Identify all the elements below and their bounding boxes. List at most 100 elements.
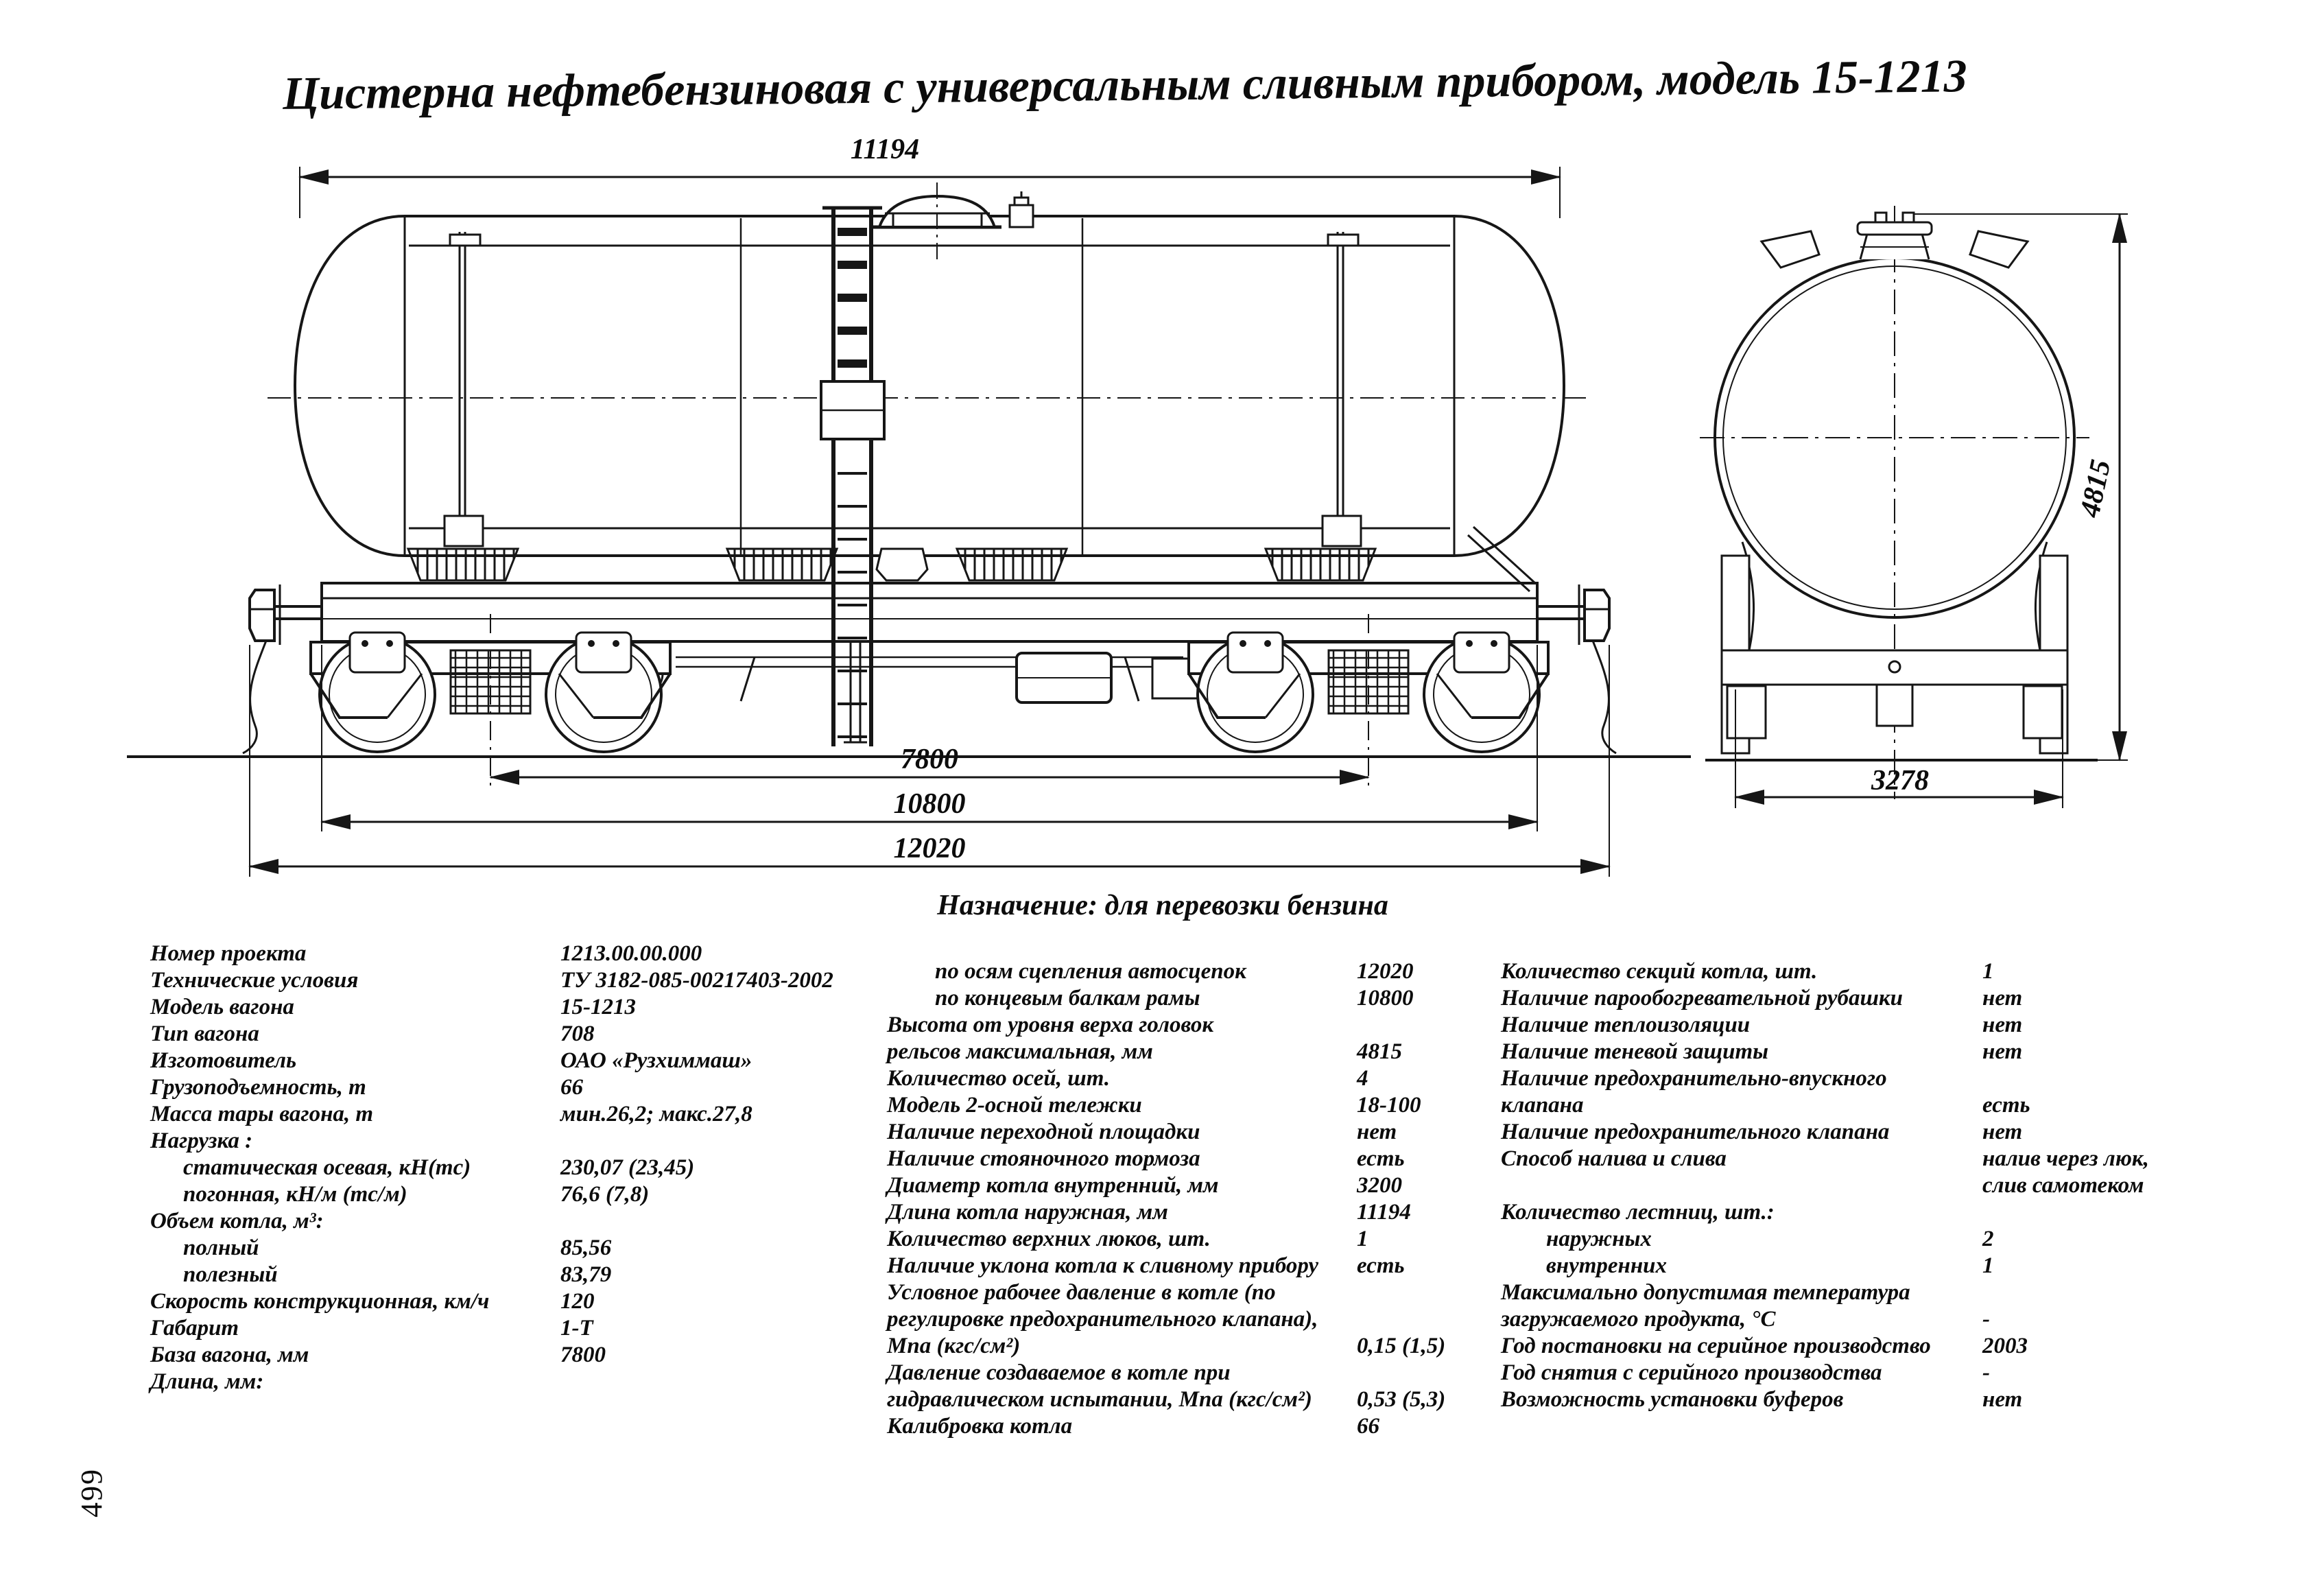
spec-row: Наличие предохранительного клапана нет [1501, 1120, 2022, 1146]
spec-label: Калибровка котла [887, 1414, 1073, 1439]
spec-value: нет [1982, 1013, 2023, 1037]
spec-label: Мпа (кгс/см²) [887, 1334, 1021, 1358]
spec-value: слив самотеком [1982, 1173, 2144, 1198]
spec-value: нет [1982, 1120, 2023, 1144]
bogie-right [1187, 614, 1550, 788]
purpose-heading: Назначение: для перевозки бензина [937, 890, 1388, 921]
spec-row: Изготовитель ОАО «Рузхиммаш» [150, 1048, 752, 1075]
hatch-dome [873, 182, 1001, 262]
spec-value: 1 [1982, 959, 1994, 984]
tie-rods [443, 232, 1362, 547]
spec-value: 66 [560, 1075, 583, 1100]
dimension-lines [248, 167, 2128, 877]
spec-value: 1 [1982, 1253, 1994, 1278]
spec-value: 230,07 (23,45) [560, 1155, 695, 1180]
spec-row: Объем котла, м³: [150, 1209, 489, 1236]
dim-end-width [1734, 689, 2064, 808]
spec-value: ТУ 3182-085-00217403-2002 [560, 968, 833, 993]
spec-value: - [1982, 1360, 1990, 1385]
spec-value: 708 [560, 1021, 595, 1046]
spec-value: есть [1982, 1093, 2030, 1118]
spec-label: Количество верхних люков, шт. [887, 1227, 1211, 1251]
spec-row: слив самотеком [1501, 1173, 2144, 1200]
spec-value: 18-100 [1357, 1093, 1421, 1118]
spec-value: ОАО «Рузхиммаш» [560, 1048, 752, 1073]
coupler-left [242, 584, 322, 755]
spec-row: Количество осей, шт.4 [887, 1066, 1368, 1093]
spec-value: 10800 [1357, 986, 1414, 1011]
spec-label: Тип вагона [150, 1021, 259, 1046]
spec-label: Условное рабочее давление в котле (по [887, 1280, 1276, 1305]
spec-row: загружаемого продукта, °С- [1501, 1307, 1990, 1334]
brake-hose-left [242, 640, 268, 755]
spec-value: 12020 [1357, 959, 1414, 984]
spec-label: полезный [183, 1262, 278, 1287]
side-view [127, 182, 1691, 788]
spec-value: 0,15 (1,5) [1357, 1334, 1446, 1358]
end-underframe [1720, 541, 2069, 755]
spec-row: Количество лестниц, шт.: [1501, 1200, 1931, 1227]
spec-row: Мпа (кгс/см²) 0,15 (1,5) [887, 1334, 1445, 1360]
spec-value: есть [1357, 1253, 1405, 1278]
spec-row: Максимально допустимая температура [1501, 1280, 1931, 1307]
spec-value: нет [1982, 986, 2023, 1011]
tank-body [268, 215, 1591, 557]
brake-hose-right [1591, 640, 1617, 755]
spec-value: 1-Т [560, 1316, 593, 1340]
spec-label: Наличие предохранительного клапана [1501, 1120, 1890, 1144]
spec-label: Количество лестниц, шт.: [1501, 1200, 1775, 1225]
spec-label: гидравлическом испытании, Мпа (кгс/см²) [887, 1387, 1312, 1412]
end-view [1700, 206, 2098, 799]
spec-value: 7800 [560, 1343, 606, 1367]
spec-label: статическая осевая, кН(тс) [183, 1155, 471, 1180]
spec-label: Возможность установки буферов [1501, 1387, 1844, 1412]
spec-label: клапана [1501, 1093, 1584, 1118]
spec-label: наружных [1546, 1227, 1652, 1251]
tank-wagon-drawing [127, 167, 2128, 877]
dim-label-frame-length: 10800 [893, 788, 966, 820]
spec-label: регулировке предохранительного клапана), [887, 1307, 1318, 1332]
spec-label: Габарит [150, 1316, 239, 1340]
spec-label: загружаемого продукта, °С [1501, 1307, 1776, 1332]
spec-value: есть [1357, 1146, 1405, 1171]
spec-label: Модель вагона [150, 995, 294, 1019]
spec-label: Наличие предохранительно-впускного [1501, 1066, 1887, 1091]
spec-label: Объем котла, м³: [150, 1209, 324, 1233]
dim-label-coupler-length: 12020 [893, 833, 966, 864]
spec-label: рельсов максимальная, мм [887, 1039, 1153, 1064]
spec-value: налив через люк, [1982, 1146, 2149, 1171]
spec-label: Модель 2-осной тележки [887, 1093, 1142, 1118]
spec-value: 1213.00.00.000 [560, 941, 702, 966]
spec-row: Длина, мм: [150, 1369, 489, 1396]
spec-row: Тип вагона 708 [150, 1021, 595, 1048]
page-number: 499 [75, 1468, 108, 1517]
spec-label: полный [183, 1236, 259, 1260]
spec-label: Давление создаваемое в котле при [887, 1360, 1231, 1385]
dim-label-tank-length: 11194 [850, 134, 920, 165]
spec-label: Скорость конструкционная, км/ч [150, 1289, 490, 1314]
spec-value: нет [1357, 1120, 1397, 1144]
spec-label: Изготовитель [150, 1048, 297, 1073]
spec-value: нет [1982, 1387, 2023, 1412]
spec-row: Габарит 1-Т [150, 1316, 593, 1343]
underframe [320, 582, 1539, 643]
shell-brackets [1759, 230, 2030, 269]
